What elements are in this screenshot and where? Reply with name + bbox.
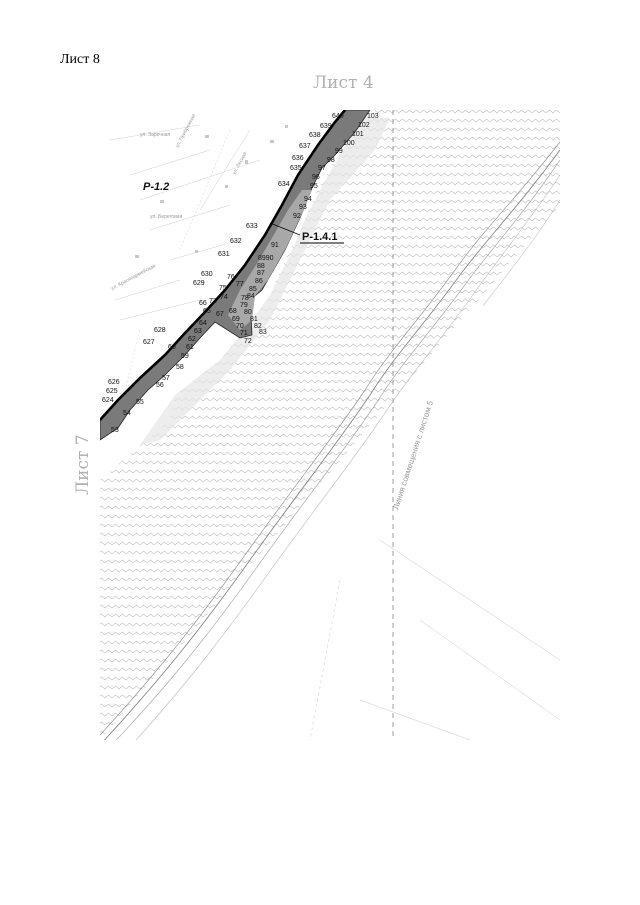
- zone-boundary-line: [100, 110, 346, 421]
- survey-lines: [309, 539, 560, 740]
- sheet-title: Лист 8: [60, 52, 100, 67]
- boundary-point-label: 55: [136, 399, 144, 406]
- adjacent-sheet-top: Лист 4: [313, 73, 374, 93]
- buildings: [135, 125, 288, 258]
- boundary-point-label: 88: [257, 263, 265, 270]
- boundary-point-label: 78: [241, 295, 249, 302]
- boundary-point-label: 71: [240, 330, 248, 337]
- street-label: ул. Береговая: [150, 214, 183, 220]
- boundary-point-label: 54: [123, 410, 131, 417]
- boundary-point-label: 80: [244, 309, 252, 316]
- boundary-point-label: 58: [176, 364, 184, 371]
- boundary-point-label: 82: [254, 323, 262, 330]
- boundary-point-label: 95: [310, 183, 318, 190]
- boundary-point-label: 83: [259, 329, 267, 336]
- boundary-point-label: 77: [236, 281, 244, 288]
- boundary-point-label: 66: [199, 300, 207, 307]
- zone-code-residential: Р-1.2: [143, 181, 169, 193]
- boundary-point-label: 625: [106, 388, 118, 395]
- boundary-point-label: 62: [188, 336, 196, 343]
- boundary-point-label: 634: [278, 181, 290, 188]
- boundary-point-label: 65: [203, 308, 211, 315]
- boundary-point-label: 101: [352, 131, 364, 138]
- boundary-point-label: 59: [181, 353, 189, 360]
- street-label: ул. Прибрежная: [174, 113, 197, 149]
- street-label: ул. Красноармейская: [110, 262, 157, 292]
- boundary-point-label: 57: [162, 375, 170, 382]
- town-streets: ул. Заречная ул. Прибрежная ул. Лесная у…: [110, 113, 249, 292]
- boundary-point-label: 68: [229, 308, 237, 315]
- boundary-point-labels: 640 103 639 102 101 638 100 637 99 636 98 635 97 96 63…: [102, 113, 379, 434]
- boundary-point-label: 67: [216, 311, 224, 318]
- boundary-point-label: 72: [244, 338, 252, 345]
- boundary-point-label: 91: [271, 242, 279, 249]
- boundary-point-label: 87: [257, 270, 265, 277]
- boundary-point-label: 100: [343, 140, 355, 147]
- boundary-point-label: 75: [219, 285, 227, 292]
- boundary-point-label: 56: [156, 382, 164, 389]
- boundary-point-label: 98: [327, 157, 335, 164]
- boundary-point-label: 637: [299, 143, 311, 150]
- boundary-point-label: 86: [255, 278, 263, 285]
- shore-strip: [140, 118, 390, 445]
- boundary-point-label: 84: [247, 293, 255, 300]
- boundary-point-label: 73: [209, 298, 217, 305]
- boundary-point-label: 633: [246, 223, 258, 230]
- boundary-point-label: 93: [299, 204, 307, 211]
- boundary-point-label: 638: [309, 132, 321, 139]
- boundary-point-label: 103: [367, 113, 379, 120]
- boundary-point-label: 61: [186, 344, 194, 351]
- boundary-point-label: 79: [240, 302, 248, 309]
- map-frame: ул. Заречная ул. Прибрежная ул. Лесная у…: [100, 110, 560, 740]
- boundary-point-label: 639: [320, 123, 332, 130]
- boundary-point-label: 631: [218, 251, 230, 258]
- boundary-point-label: 636: [292, 155, 304, 162]
- boundary-point-label: 96: [312, 174, 320, 181]
- boundary-point-label: 70: [236, 323, 244, 330]
- boundary-point-label: 85: [249, 286, 257, 293]
- sheet-join-label: Линия совмещения с листом 5: [391, 399, 435, 510]
- boundary-point-label: 635: [290, 165, 302, 172]
- street-label: ул. Заречная: [140, 132, 170, 138]
- boundary-point-label: 626: [108, 379, 120, 386]
- boundary-point-label: 60: [168, 344, 176, 351]
- town-area: [109, 124, 261, 411]
- adjacent-sheet-left: Лист 7: [73, 434, 93, 495]
- boundary-point-label: 63: [194, 328, 202, 335]
- boundary-point-label: 99: [335, 148, 343, 155]
- boundary-point-label: 624: [102, 397, 114, 404]
- floodplain-hatch: [100, 110, 560, 740]
- zone-code-strip: Р-1.4.1: [302, 231, 337, 243]
- boundary-point-label: 94: [304, 196, 312, 203]
- boundary-point-label: 630: [201, 271, 213, 278]
- boundary-point-label: 53: [111, 427, 119, 434]
- boundary-point-label: 64: [199, 320, 207, 327]
- river-channel: [100, 141, 560, 740]
- boundary-point-label: 629: [193, 280, 205, 287]
- boundary-point-label: 640: [332, 113, 344, 120]
- boundary-point-label: 92: [293, 213, 301, 220]
- boundary-point-label: 97: [318, 165, 326, 172]
- boundary-point-label: 74: [220, 294, 228, 301]
- boundary-point-label: 81: [250, 316, 258, 323]
- zone-leader-line: [269, 222, 301, 236]
- boundary-point-label: 76: [227, 274, 235, 281]
- boundary-point-label: 627: [143, 339, 155, 346]
- boundary-point-label: 69: [232, 316, 240, 323]
- protective-zone-inner: [228, 190, 312, 330]
- boundary-point-label: 8990: [258, 255, 274, 262]
- boundary-point-label: 632: [230, 238, 242, 245]
- boundary-point-label: 628: [154, 327, 166, 334]
- boundary-point-label: 102: [358, 122, 370, 129]
